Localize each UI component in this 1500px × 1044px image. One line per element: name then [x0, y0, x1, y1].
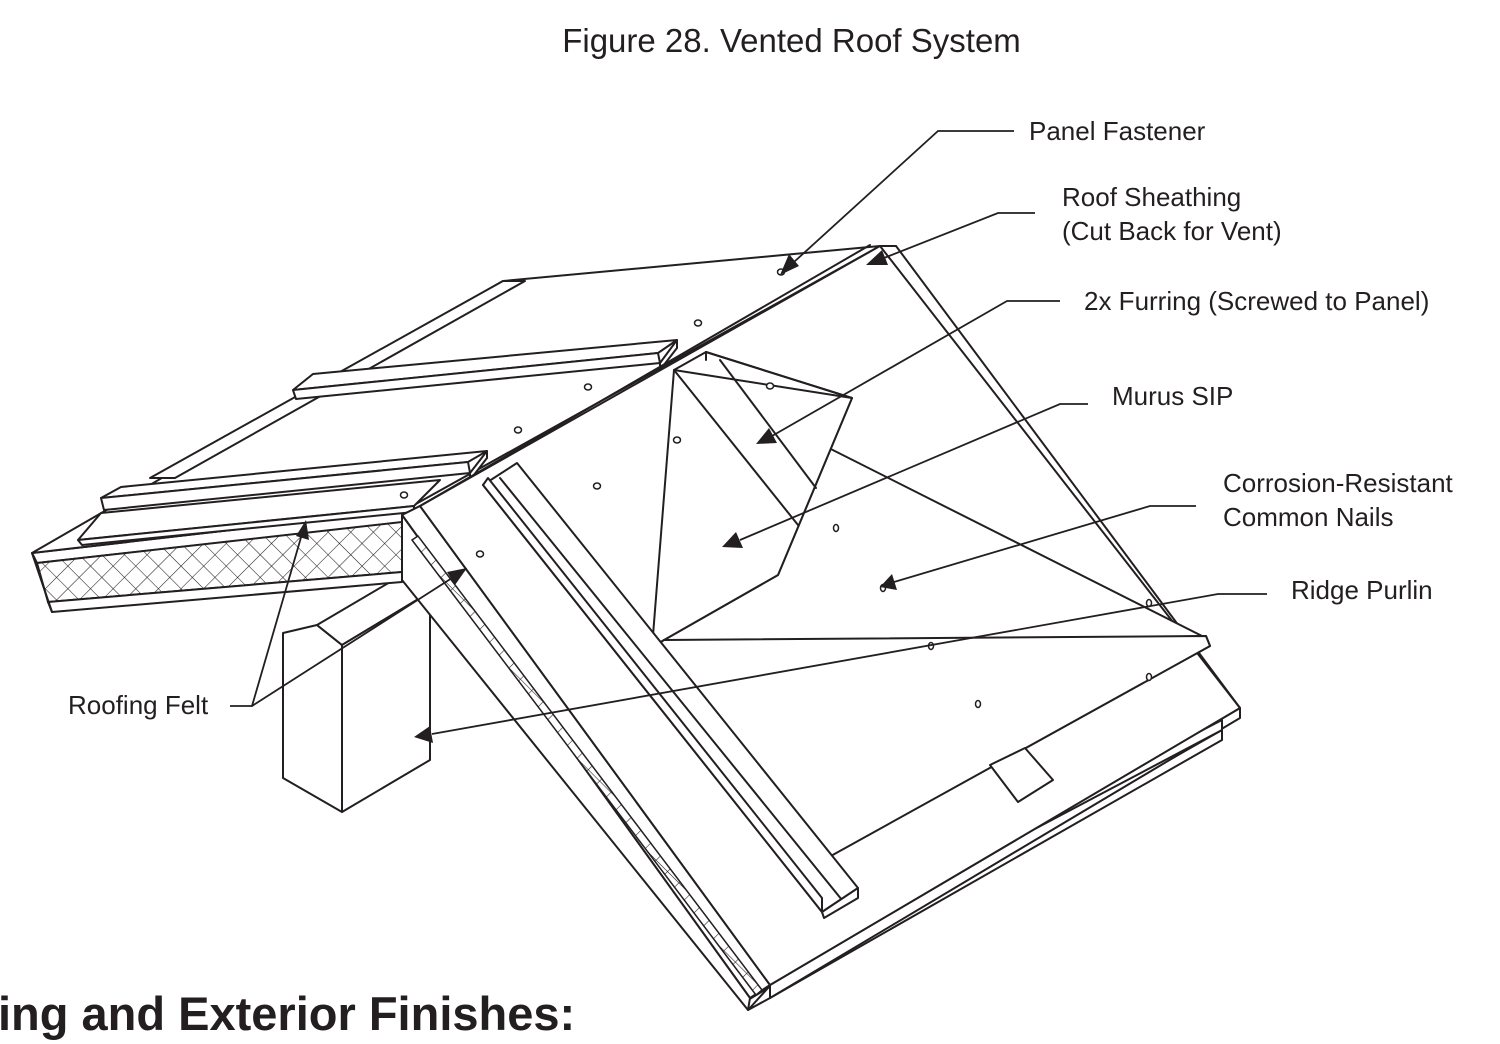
label-ridge-purlin: Ridge Purlin	[1291, 575, 1433, 605]
purlin-stub	[989, 747, 1054, 803]
label-furring: 2x Furring (Screwed to Panel)	[1084, 286, 1430, 316]
fastener-heads	[399, 268, 1153, 709]
figure-title: Figure 28. Vented Roof System	[562, 22, 1021, 59]
label-roofing-felt: Roofing Felt	[68, 690, 209, 720]
leader-lines	[230, 130, 1267, 743]
label-nails-line1: Corrosion-Resistant	[1223, 468, 1453, 498]
label-panel-fastener: Panel Fastener	[1029, 116, 1206, 146]
section-heading: ing and Exterior Finishes:	[0, 987, 576, 1040]
left-furring-strips	[100, 339, 678, 511]
label-murus-sip: Murus SIP	[1112, 381, 1234, 411]
label-nails-line2: Common Nails	[1223, 502, 1394, 532]
label-roof-sheathing-line2: (Cut Back for Vent)	[1062, 216, 1282, 246]
label-roof-sheathing-line1: Roof Sheathing	[1062, 182, 1242, 212]
ridge-purlin-beam	[282, 574, 431, 813]
